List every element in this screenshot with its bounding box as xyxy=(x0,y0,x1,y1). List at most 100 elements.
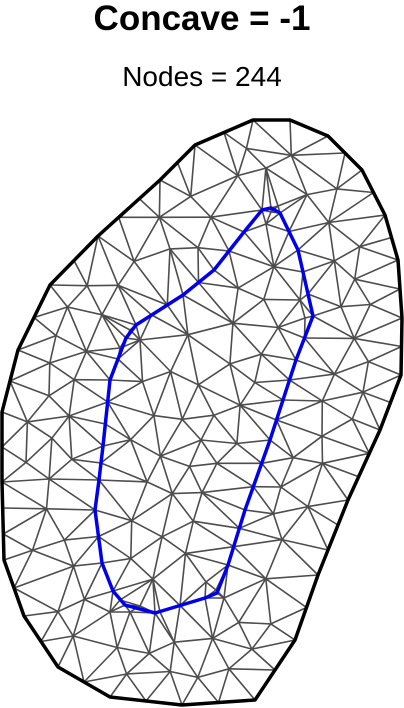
mesh-edge xyxy=(63,539,75,567)
mesh-edge xyxy=(353,304,372,339)
mesh-edge xyxy=(279,193,308,214)
mesh-edge xyxy=(197,216,212,249)
mesh-edge xyxy=(2,507,47,510)
mesh-edge xyxy=(55,306,69,336)
mesh-edge xyxy=(261,209,267,225)
mesh-edge xyxy=(51,437,73,460)
mesh-edge xyxy=(229,323,234,364)
mesh-edge xyxy=(48,379,75,397)
mesh-edge xyxy=(197,638,214,678)
mesh-edge xyxy=(277,326,305,339)
mesh-edge xyxy=(192,492,203,522)
mesh-edge xyxy=(328,188,338,223)
mesh-edge xyxy=(228,250,239,289)
mesh-edge xyxy=(354,278,401,290)
mesh-edge xyxy=(142,370,171,383)
mesh-edge xyxy=(9,380,50,397)
mesh-edge xyxy=(152,552,186,580)
mesh-edge xyxy=(362,391,381,431)
mesh-edge xyxy=(245,147,267,169)
mesh-edge xyxy=(280,486,309,508)
mesh-edge xyxy=(261,353,297,361)
mesh-edge xyxy=(229,363,256,384)
mesh-edge xyxy=(102,438,131,447)
mesh-edge xyxy=(201,485,254,494)
mesh-edges xyxy=(1,119,403,706)
mesh-edge xyxy=(171,465,191,495)
mesh-edge xyxy=(139,578,154,607)
mesh-edge xyxy=(109,604,126,613)
mesh-edge xyxy=(322,452,370,465)
mesh-edge xyxy=(139,333,188,341)
mesh-edge xyxy=(33,316,57,337)
mesh-edge xyxy=(25,421,29,463)
mesh-edge xyxy=(260,327,279,355)
mesh-edge xyxy=(280,457,294,488)
mesh-edge xyxy=(265,167,272,209)
mesh-edge xyxy=(368,360,402,376)
mesh-edge xyxy=(354,259,399,280)
mesh-edge xyxy=(297,249,335,262)
mesh-edge xyxy=(369,288,401,306)
mesh-edge xyxy=(187,334,200,385)
mesh-edge xyxy=(238,513,274,530)
mesh-edge xyxy=(26,395,50,423)
mesh-edge xyxy=(131,492,173,522)
mesh-edge xyxy=(213,414,238,445)
mesh-edge xyxy=(46,508,96,511)
mesh-edge xyxy=(321,400,353,420)
mesh-edge xyxy=(228,648,253,670)
mesh-edge xyxy=(307,260,335,295)
mesh-edge xyxy=(152,578,181,607)
mesh-edge xyxy=(117,284,153,316)
mesh-edge xyxy=(130,520,133,559)
mesh-edge xyxy=(179,604,214,639)
mesh-edge xyxy=(211,638,230,670)
mesh-edge xyxy=(146,481,173,495)
mesh-edge xyxy=(211,597,225,639)
mesh-edge xyxy=(236,439,271,445)
mesh-edge xyxy=(333,246,361,262)
mesh-edge xyxy=(291,152,346,157)
mesh-edge xyxy=(233,546,267,580)
mesh-edge xyxy=(189,462,217,468)
mesh-edge xyxy=(1,446,27,464)
mesh-edge xyxy=(270,623,296,641)
mesh-edge xyxy=(197,281,234,324)
mesh-edge xyxy=(233,538,283,548)
mesh-edge xyxy=(244,509,274,515)
mesh-edge xyxy=(197,363,231,386)
mesh-edge xyxy=(116,611,131,648)
mesh-edge xyxy=(237,167,267,177)
mesh-edge xyxy=(17,334,57,351)
mesh-edge xyxy=(272,486,282,515)
mesh-edge xyxy=(237,622,253,650)
inner-boundary xyxy=(93,206,315,615)
mesh-edge xyxy=(362,374,402,393)
mesh-edge xyxy=(265,223,290,233)
mesh-edge xyxy=(210,209,263,218)
mesh-edge xyxy=(160,439,202,457)
mesh-edge xyxy=(223,132,239,176)
mesh-edge xyxy=(194,144,239,177)
mesh-edge xyxy=(289,119,293,156)
mesh-edge xyxy=(265,578,307,609)
mesh-edge xyxy=(229,353,262,365)
mesh-edge xyxy=(49,362,75,381)
mesh-edge xyxy=(216,462,254,488)
mesh-edge xyxy=(9,362,51,382)
mesh-edge xyxy=(200,439,218,464)
mesh-edge xyxy=(265,211,272,225)
mesh-edge xyxy=(252,486,275,515)
mesh-edge xyxy=(362,391,391,404)
mesh-edge xyxy=(307,505,339,526)
mesh-edge xyxy=(340,303,371,308)
mesh-edge xyxy=(170,370,199,386)
mesh-edge xyxy=(161,493,174,537)
mesh-edge xyxy=(83,673,127,683)
mesh-edge xyxy=(216,442,238,464)
mesh-edge xyxy=(64,535,99,541)
mesh-edge xyxy=(68,379,75,417)
mesh-edge xyxy=(217,668,230,703)
mesh-edge xyxy=(254,354,263,383)
